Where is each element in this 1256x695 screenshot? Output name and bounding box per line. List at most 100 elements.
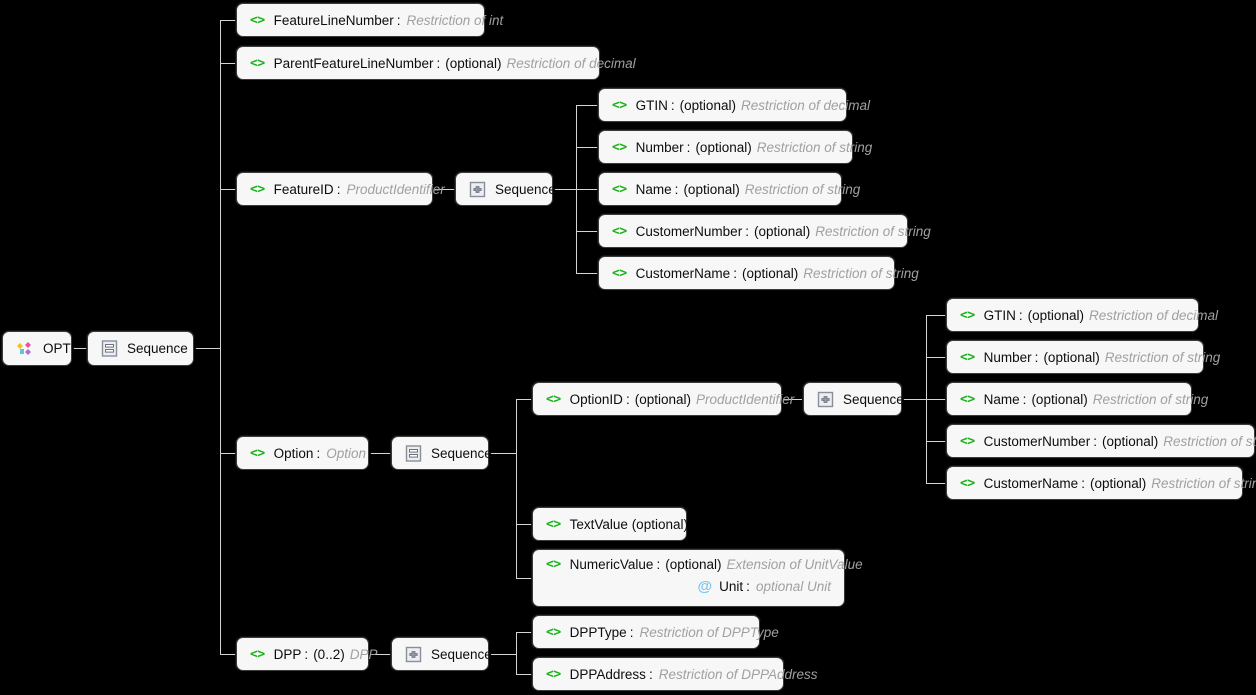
element-icon: <> (546, 624, 561, 640)
node-option[interactable]: <> Option : Option (236, 436, 369, 470)
element-icon: <> (960, 307, 975, 323)
root-sequence-label: Sequence (127, 341, 188, 356)
connector-optionid-to-number (926, 357, 946, 358)
element-icon: <> (612, 139, 627, 155)
node-occurrence: (optional) (1043, 349, 1100, 365)
sequence-lines-icon (405, 444, 422, 462)
node-name: Name (983, 391, 1020, 407)
node-featureid-customername[interactable]: <> CustomerName : (optional) Restriction… (598, 256, 919, 290)
node-occurrence: (optional) (1089, 475, 1147, 491)
connector-optionid-to-customername (926, 483, 946, 484)
optionid-sequence-label: Sequence (843, 391, 904, 407)
node-occurrence: (optional) (1027, 307, 1084, 323)
connector-dpp-trunk (516, 632, 517, 674)
node-parentfeaturelinenumber[interactable]: <> ParentFeatureLineNumber : (optional) … (236, 46, 636, 80)
node-name: ParentFeatureLineNumber (273, 55, 434, 71)
node-dpptype[interactable]: <> DPPType : Restriction of DPPType (532, 615, 779, 649)
element-icon: <> (250, 445, 265, 461)
connector-dpp-sequence-to-trunk (488, 654, 517, 655)
connector-featureid-sequence-to-trunk (552, 189, 577, 190)
node-featureid-number[interactable]: <> Number : (optional) Restriction of st… (598, 130, 872, 164)
node-root-opt[interactable]: OPT (2, 331, 72, 366)
node-occurrence: (0..2) (313, 646, 345, 662)
node-featureid-gtin[interactable]: <> GTIN : (optional) Restriction of deci… (598, 88, 870, 122)
node-optionid-sequence[interactable]: Sequence (803, 382, 904, 416)
element-icon: <> (960, 391, 975, 407)
node-option-sequence[interactable]: Sequence (391, 436, 492, 470)
node-occurrence: (optional) (634, 391, 691, 407)
node-optionid-number[interactable]: <> Number : (optional) Restriction of st… (946, 340, 1220, 374)
node-name: CustomerName (983, 475, 1079, 491)
node-separator: : (304, 646, 309, 662)
sequence-lines-icon (101, 340, 118, 357)
node-name: Option (273, 445, 314, 461)
node-optionid-gtin[interactable]: <> GTIN : (optional) Restriction of deci… (946, 298, 1218, 332)
node-separator: : (1093, 433, 1097, 449)
connector-featureid-to-name (576, 189, 598, 190)
node-optionid-customername[interactable]: <> CustomerName : (optional) Restriction… (946, 466, 1256, 500)
connector-optionid-to-customernumber (926, 441, 946, 442)
node-featureid-customernumber[interactable]: <> CustomerNumber : (optional) Restricti… (598, 214, 931, 248)
root-label: OPT (43, 341, 71, 356)
node-separator: : (1018, 307, 1023, 323)
connector-optionid-to-sequence (781, 399, 802, 400)
root-element-icon (16, 340, 34, 358)
node-type: ProductIdentifier (346, 181, 445, 197)
node-separator: : (336, 181, 341, 197)
node-optionid-customernumber[interactable]: <> CustomerNumber : (optional) Restricti… (946, 424, 1256, 458)
sequence-box-icon (817, 391, 834, 408)
node-separator: : (745, 223, 749, 239)
node-dpp-sequence[interactable]: Sequence (391, 637, 492, 671)
element-icon: <> (250, 55, 265, 71)
attribute-at-icon: @ (697, 578, 713, 595)
node-occurrence: (optional) (695, 139, 752, 155)
element-icon: <> (250, 12, 265, 28)
dpp-sequence-label: Sequence (431, 646, 492, 662)
element-icon: <> (612, 223, 627, 239)
node-textvalue[interactable]: <> TextValue (optional) (532, 507, 688, 541)
node-root-sequence[interactable]: Sequence (87, 331, 194, 366)
connector-featureid-to-customernumber (576, 231, 598, 232)
node-type: Restriction of int (406, 12, 504, 28)
sequence-box-icon (469, 181, 486, 198)
node-separator: : (686, 139, 691, 155)
attribute-separator: : (746, 579, 750, 594)
node-type: Restriction of string (1104, 349, 1221, 365)
node-optionid[interactable]: <> OptionID : (optional) ProductIdentifi… (532, 382, 794, 416)
connector-trunk-to-featureid (220, 189, 236, 190)
element-icon: <> (546, 557, 561, 572)
connector-trunk-to-option (220, 453, 236, 454)
node-numericvalue[interactable]: <> NumericValue : (optional) Extension o… (532, 549, 863, 607)
node-name: FeatureLineNumber (273, 12, 394, 28)
connector-root-to-sequence (72, 348, 92, 349)
node-separator: : (436, 55, 441, 71)
connector-option-to-textvalue (516, 524, 532, 525)
connector-trunk-to-dpp (220, 654, 236, 655)
node-separator: : (629, 624, 634, 640)
node-name: CustomerNumber (983, 433, 1091, 449)
node-featureid-name[interactable]: <> Name : (optional) Restriction of stri… (598, 172, 860, 206)
connector-featureid-to-gtin (576, 105, 598, 106)
connector-dpp-to-sequence (369, 654, 391, 655)
node-separator: : (396, 12, 401, 28)
option-sequence-label: Sequence (431, 445, 492, 461)
node-featureid[interactable]: <> FeatureID : ProductIdentifier (236, 172, 445, 206)
node-name: CustomerNumber (635, 223, 743, 239)
connector-main-trunk (220, 20, 221, 654)
node-type: Restriction of string (1163, 433, 1256, 449)
node-featurelinenumber[interactable]: <> FeatureLineNumber : Restriction of in… (236, 3, 503, 37)
node-dppaddress[interactable]: <> DPPAddress : Restriction of DPPAddres… (532, 657, 818, 691)
node-type: Restriction of DPPAddress (658, 666, 818, 682)
node-optionid-name[interactable]: <> Name : (optional) Restriction of stri… (946, 382, 1208, 416)
connector-option-to-sequence (369, 453, 391, 454)
element-icon: <> (960, 433, 975, 449)
node-name: CustomerName (635, 265, 731, 281)
node-separator: : (670, 97, 675, 113)
node-occurrence: (optional) (665, 557, 722, 572)
node-name: NumericValue (569, 557, 654, 572)
node-featureid-sequence[interactable]: Sequence (455, 172, 556, 206)
connector-trunk-to-parentfeaturelinenumber (220, 63, 236, 64)
node-separator: : (733, 265, 737, 281)
node-dpp[interactable]: <> DPP : (0..2) DPP (236, 637, 377, 671)
